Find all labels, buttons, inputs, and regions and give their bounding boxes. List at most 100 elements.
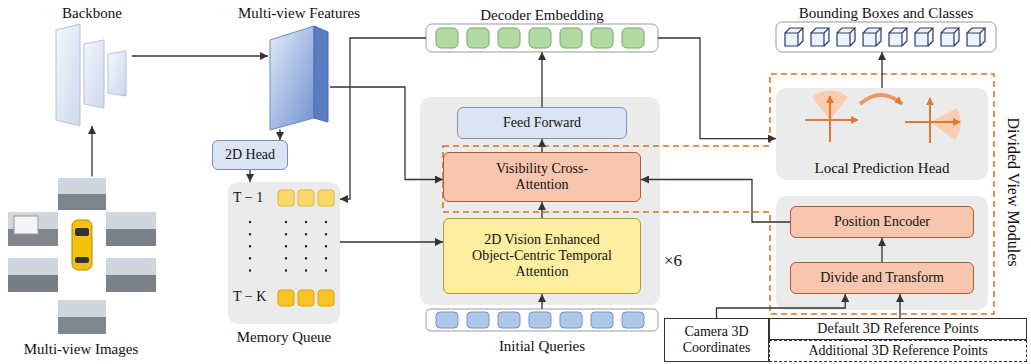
flow-arrow	[541, 52, 542, 107]
token	[529, 312, 551, 328]
cube-icon	[811, 28, 829, 46]
camera-images	[8, 178, 156, 334]
image-set: Multi-view Images	[6, 176, 156, 358]
process-box: Feed Forward	[457, 107, 627, 139]
flow-arrow	[330, 87, 443, 180]
token	[622, 28, 644, 48]
process-box: Divide and Transform	[790, 262, 974, 294]
flow-arrow	[279, 130, 281, 140]
input-box: Additional 3D Reference Points	[769, 340, 1027, 362]
photo	[8, 258, 58, 292]
position-panel	[776, 196, 988, 310]
photo	[58, 300, 106, 334]
ellipsis-dots	[249, 222, 251, 272]
flow-arrow	[541, 294, 542, 309]
feature-block	[270, 26, 328, 130]
input-box: Default 3D Reference Points	[769, 318, 1027, 340]
box-bar	[776, 22, 996, 52]
token	[560, 28, 582, 48]
flow-arrow	[899, 294, 900, 318]
feature-face	[270, 26, 314, 130]
heading: Memory Queue	[237, 328, 332, 346]
flow-arrow	[881, 52, 882, 88]
annotation-label: T − K	[233, 288, 266, 306]
photo-ground	[106, 229, 156, 246]
backbone-plane	[108, 51, 126, 96]
token	[622, 312, 644, 328]
bar-outline	[426, 309, 658, 331]
backbone-plane	[56, 24, 80, 126]
flow-arrow	[340, 38, 426, 199]
memory-cell	[278, 190, 294, 206]
ellipsis-dots	[305, 222, 307, 272]
memory-panel	[228, 182, 340, 324]
photo-ground	[8, 275, 58, 292]
token	[498, 312, 520, 328]
prediction-panel	[776, 88, 988, 180]
token	[436, 312, 458, 328]
flow-arrow	[641, 180, 790, 223]
heading: Multi-view Features	[238, 4, 360, 22]
group-label: Divided View Modules	[1004, 118, 1022, 267]
axis	[829, 96, 831, 142]
flow-arrow	[132, 55, 268, 56]
token	[591, 312, 613, 328]
process-box: 2D Vision Enhanced Object-Centric Tempor…	[443, 218, 641, 294]
token	[498, 28, 520, 48]
memory-cell	[278, 290, 294, 306]
cube-icon	[863, 28, 881, 46]
cube-icon	[967, 28, 985, 46]
memory-cell	[318, 190, 334, 206]
memory-cell	[298, 190, 314, 206]
photo	[58, 178, 106, 210]
input-box: Camera 3D Coordinates	[664, 318, 769, 362]
token	[560, 312, 582, 328]
axis	[905, 121, 960, 123]
flow-arrow	[249, 170, 250, 182]
photo	[8, 212, 58, 246]
dashed-region	[443, 74, 994, 314]
heading: Backbone	[62, 4, 122, 22]
query-bar: Initial Queries	[426, 309, 658, 355]
embedding-bar	[426, 24, 658, 52]
annotation-label: ×6	[664, 252, 682, 270]
bar-outline	[776, 22, 996, 52]
memory-queue: Memory Queue	[228, 182, 340, 346]
rotate-arrow	[860, 95, 902, 104]
heading: Local Prediction Head	[815, 159, 950, 177]
axis	[929, 98, 931, 143]
memory-grid	[250, 190, 334, 306]
box-label: Divide and Transform	[820, 270, 944, 286]
cube-icon	[785, 28, 803, 46]
ellipsis-dots	[325, 222, 327, 272]
annotation-label: T − 1	[233, 189, 263, 207]
backbone-plane	[84, 40, 104, 108]
box-label: Feed Forward	[503, 115, 581, 131]
token	[529, 28, 551, 48]
flow-arrow	[541, 139, 542, 152]
flow-arrow	[881, 238, 882, 262]
flow-arrow	[658, 38, 776, 139]
process-box: 2D Head	[212, 140, 288, 170]
flow-arrow	[717, 294, 846, 318]
decoder-layer-panel	[420, 97, 660, 305]
process-box: Visibility Cross-Attention	[443, 152, 641, 202]
local-axes	[805, 91, 961, 143]
heading: Decoder Embedding	[480, 6, 604, 24]
embedding-bar: Decoder Embedding	[426, 6, 658, 52]
photo-ground	[58, 317, 106, 334]
axis	[805, 119, 858, 121]
car-window	[75, 228, 89, 236]
box-label: Position Encoder	[834, 214, 930, 230]
car-window	[75, 257, 89, 263]
token	[436, 28, 458, 48]
memory-cell	[318, 290, 334, 306]
heading: Initial Queries	[499, 337, 585, 355]
box-label: Additional 3D Reference Points	[808, 343, 987, 359]
token	[591, 28, 613, 48]
box-label: 2D Head	[225, 147, 275, 163]
box-label: Camera 3D Coordinates	[669, 324, 764, 356]
token	[467, 312, 489, 328]
ellipsis-dots	[285, 222, 287, 272]
box-label: Default 3D Reference Points	[817, 321, 978, 337]
